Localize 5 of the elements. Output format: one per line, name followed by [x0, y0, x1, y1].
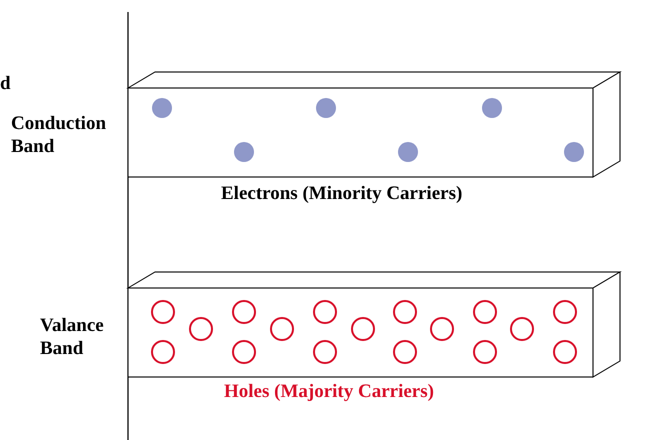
- band-label: Valance Band: [40, 314, 105, 360]
- carrier-caption: Electrons (Minority Carriers): [221, 182, 462, 205]
- band-label: d: [0, 72, 11, 95]
- carrier-caption: Holes (Majority Carriers): [224, 380, 434, 403]
- band-label: Conduction Band: [11, 112, 108, 158]
